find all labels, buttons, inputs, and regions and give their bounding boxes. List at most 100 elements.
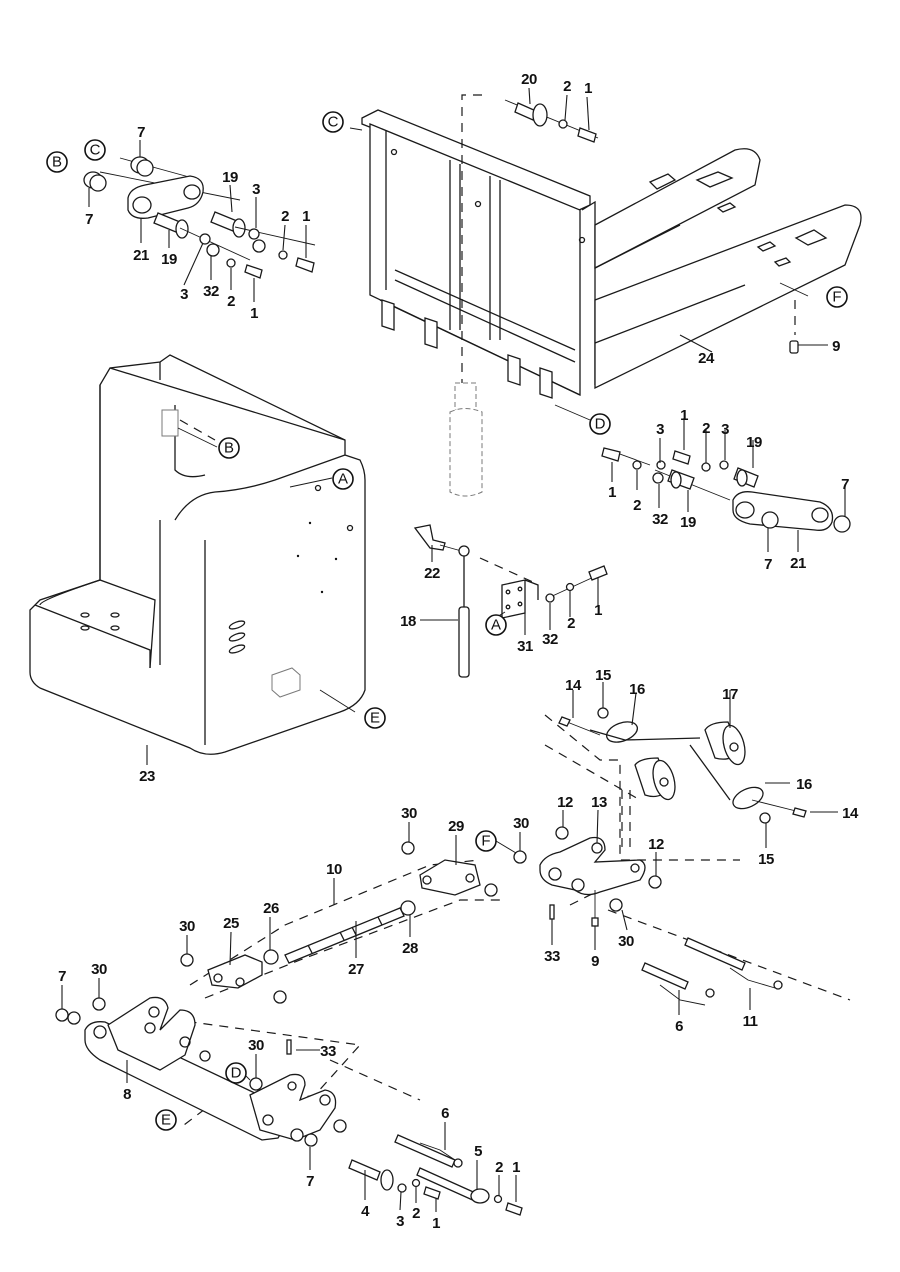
- svg-text:D: D: [231, 1065, 242, 1082]
- bracket-31: [501, 579, 526, 619]
- callout-1: 1: [584, 80, 592, 97]
- link-assembly-right: [601, 447, 851, 533]
- bushing-7-upper: [130, 156, 154, 177]
- ref-marker-f: F: [826, 286, 848, 308]
- bolt-1-right-a: [601, 447, 621, 462]
- nut-30-lower: [273, 990, 287, 1004]
- callout-31: 31: [517, 638, 533, 655]
- callout-15: 15: [758, 851, 774, 868]
- plate-16-right: [732, 786, 764, 810]
- bushing-7-right-b: [833, 515, 851, 533]
- callout-24: 24: [698, 350, 715, 367]
- pin-9-lower: [591, 917, 599, 927]
- ref-marker-b: B: [46, 151, 68, 173]
- nut-30-left: [180, 953, 194, 967]
- callout-16: 16: [796, 776, 812, 793]
- callout-20: 20: [521, 71, 537, 88]
- callout-2: 2: [567, 615, 575, 632]
- roller-assembly: [544, 707, 807, 861]
- nut-30-clevis-right: [484, 883, 498, 897]
- bolt-14-left: [558, 716, 571, 727]
- bolt-14-right: [792, 807, 807, 818]
- callout-27: 27: [348, 961, 364, 978]
- callout-16: 16: [629, 681, 645, 698]
- bracket-b-ghost: [161, 409, 179, 437]
- link-arm-21: [127, 175, 204, 219]
- callout-3: 3: [721, 421, 729, 438]
- pin-6-lower: [394, 1134, 456, 1168]
- svg-text:A: A: [338, 471, 348, 488]
- bolt-1-lower: [244, 264, 263, 279]
- bushing-7-lower-c: [290, 1128, 304, 1142]
- roller-17-rear: [704, 721, 746, 766]
- nut-15-left: [597, 707, 609, 719]
- callout-7: 7: [306, 1173, 314, 1190]
- ref-marker-b: B: [218, 437, 240, 459]
- callout-13: 13: [591, 794, 607, 811]
- callout-6: 6: [441, 1105, 449, 1122]
- callout-2: 2: [227, 293, 235, 310]
- leader-lines: [61, 87, 846, 1212]
- svg-text:D: D: [595, 416, 606, 433]
- link-arm-21-right: [732, 491, 834, 531]
- callout-14: 14: [565, 677, 582, 694]
- callout-1: 1: [608, 484, 616, 501]
- callout-1: 1: [512, 1159, 520, 1176]
- svg-text:F: F: [832, 289, 841, 306]
- pin-6-upper: [641, 962, 689, 990]
- callout-2: 2: [495, 1159, 503, 1176]
- callout-30: 30: [179, 918, 195, 935]
- callout-3: 3: [180, 286, 188, 303]
- pin-11: [684, 937, 746, 971]
- washer-2-right-a: [632, 460, 642, 470]
- pin-19-right-a: [670, 471, 682, 489]
- callout-1: 1: [250, 305, 258, 322]
- callout-26: 26: [263, 900, 279, 917]
- guide-line-cylinder: [461, 94, 482, 470]
- callout-2: 2: [412, 1205, 420, 1222]
- nut-3-upper: [248, 228, 260, 240]
- callout-15: 15: [595, 667, 611, 684]
- battery-hood-23: [29, 354, 366, 755]
- pin-19-upper: [210, 211, 246, 238]
- washer-upper: [252, 239, 266, 253]
- roller-17-front: [634, 757, 676, 801]
- ref-marker-a: A: [332, 468, 354, 490]
- callout-4: 4: [361, 1203, 370, 1220]
- bushing-7-lower-b: [67, 1011, 81, 1025]
- callout-30: 30: [248, 1037, 264, 1054]
- ref-marker-f: F: [475, 830, 497, 852]
- callout-3: 3: [252, 181, 260, 198]
- bushing-7-right-a: [761, 511, 779, 529]
- callout-21: 21: [133, 247, 149, 264]
- svg-text:E: E: [161, 1112, 171, 1129]
- gas-spring-18: [458, 606, 470, 678]
- callout-7: 7: [764, 556, 772, 573]
- callout-22: 22: [424, 565, 440, 582]
- nut-30-arm: [92, 997, 106, 1011]
- pin-33: [549, 904, 555, 920]
- lift-cylinder-ghost: [449, 382, 483, 497]
- clevis-25: [207, 954, 263, 989]
- callout-3: 3: [656, 421, 664, 438]
- callout-32: 32: [203, 283, 219, 300]
- callout-11: 11: [743, 1013, 758, 1030]
- callout-numbers: 20 2 1 7 7 19 3 2 1 21 19 3 32 2 1 24 9 …: [58, 71, 859, 1232]
- bolt-1-right-b: [672, 450, 691, 465]
- washer-32-right: [652, 472, 664, 484]
- callout-18: 18: [400, 613, 416, 630]
- callout-7: 7: [137, 124, 145, 141]
- callout-12: 12: [557, 794, 573, 811]
- callout-3: 3: [396, 1213, 404, 1230]
- nut-3-right-b: [719, 460, 729, 470]
- bolt-1-upper: [295, 257, 315, 273]
- svg-text:C: C: [90, 142, 101, 159]
- ref-marker-e: E: [155, 1109, 177, 1131]
- nut-30-bottom: [609, 898, 623, 912]
- pin-19-lower: [153, 212, 189, 239]
- callout-2: 2: [633, 497, 641, 514]
- callout-7: 7: [85, 211, 93, 228]
- nut-3-right-a: [656, 460, 666, 470]
- tie-rod-assembly: [180, 841, 500, 1004]
